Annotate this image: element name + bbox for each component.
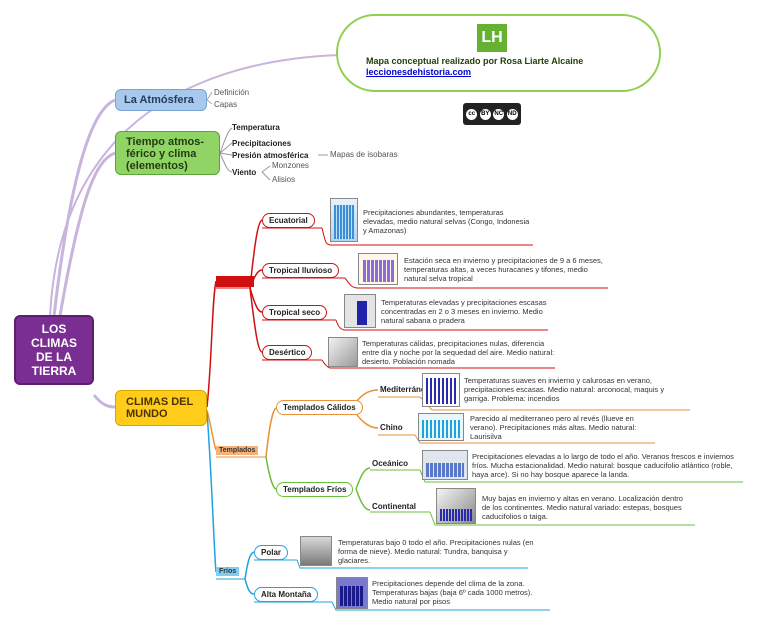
node-alta-montana[interactable]: Alta Montaña	[254, 587, 319, 602]
node-chino[interactable]: Chino	[380, 423, 403, 432]
chart-thumb-continental	[436, 488, 476, 524]
chart-thumb-tropical-lluvioso	[358, 253, 398, 285]
atmosfera-item-capas[interactable]: Capas	[214, 100, 238, 109]
nd-icon: ND	[506, 108, 518, 120]
desc-polar: Temperaturas bajo 0 todo el año. Precipi…	[338, 538, 534, 565]
chart-thumb-chino	[418, 413, 464, 441]
chart-thumb-tropical-seco	[344, 294, 376, 328]
node-desertico[interactable]: Desértico	[262, 345, 313, 360]
desc-tropical-lluvioso: Estación seca en invierno y precipitacio…	[404, 256, 603, 283]
nc-icon: NC	[493, 108, 505, 120]
node-templados-calidos[interactable]: Templados Cálidos	[276, 400, 363, 415]
desc-mediterraneo: Temperaturas suaves en invierno y caluro…	[464, 376, 665, 403]
chart-thumb-ecuatorial	[330, 198, 358, 242]
node-ecuatorial[interactable]: Ecuatorial	[262, 213, 315, 228]
topic-tiempo-clima[interactable]: Tiempo atmos- férico y clima (elementos)	[115, 131, 220, 175]
credit-text: Mapa conceptual realizado por Rosa Liart…	[366, 56, 584, 66]
tag-calidos[interactable]	[216, 276, 254, 287]
desc-alta-montana: Precipitaciones depende del clima de la …	[372, 579, 533, 606]
desc-oceanico: Precipitaciones elevadas a lo largo de t…	[472, 452, 734, 479]
cc-icon: cc	[466, 108, 478, 120]
atmosfera-item-definicion[interactable]: Definición	[214, 88, 250, 97]
tiempo-item-presion[interactable]: Presión atmosférica	[232, 151, 309, 160]
tag-frios[interactable]: Fríos	[216, 567, 240, 576]
viento-sub-monzones[interactable]: Monzones	[272, 161, 309, 170]
chart-thumb-mediterraneo	[422, 373, 460, 407]
node-tropical-seco[interactable]: Tropical seco	[262, 305, 328, 320]
desc-chino: Parecido al mediterraneo pero al revés (…	[470, 414, 637, 441]
node-tropical-lluvioso[interactable]: Tropical lluvioso	[262, 263, 340, 278]
tiempo-item-precipitaciones[interactable]: Precipitaciones	[232, 139, 292, 148]
node-polar[interactable]: Polar	[254, 545, 289, 560]
desc-desertico: Temperaturas cálidas, precipitaciones nu…	[362, 339, 555, 366]
root-topic[interactable]: LOS CLIMAS DE LA TIERRA	[14, 315, 94, 385]
chart-thumb-desertico	[328, 337, 358, 367]
chart-thumb-oceanico	[422, 450, 468, 480]
topic-atmosfera[interactable]: La Atmósfera	[115, 89, 207, 111]
node-mediterraneo[interactable]: Mediterráneo	[380, 385, 431, 394]
topic-climas-mundo[interactable]: CLIMAS DEL MUNDO	[115, 390, 207, 426]
desc-tropical-seco: Temperaturas elevadas y precipitaciones …	[381, 298, 547, 325]
node-oceanico[interactable]: Oceánico	[372, 459, 409, 468]
credit-link[interactable]: leccionesdehistoria.com	[366, 67, 472, 77]
node-continental[interactable]: Continental	[372, 502, 416, 511]
tiempo-item-temperatura[interactable]: Temperatura	[232, 123, 280, 132]
chart-thumb-alta-montana	[336, 577, 368, 609]
tag-templados[interactable]: Templados	[216, 446, 259, 455]
by-icon: BY	[479, 108, 491, 120]
tiempo-item-viento[interactable]: Viento	[232, 168, 257, 177]
chart-thumb-polar	[300, 536, 332, 566]
lh-logo: LH	[477, 24, 507, 52]
cc-license-badge[interactable]: cc BY NC ND	[463, 103, 521, 125]
desc-continental: Muy bajas en invierno y altas en verano.…	[482, 494, 683, 521]
node-templados-frios[interactable]: Templados Fríos	[276, 482, 354, 497]
viento-sub-alisios[interactable]: Alisios	[272, 175, 296, 184]
presion-sub-isobaras[interactable]: Mapas de isobaras	[330, 150, 398, 159]
desc-ecuatorial: Precipitaciones abundantes, temperaturas…	[363, 208, 530, 235]
